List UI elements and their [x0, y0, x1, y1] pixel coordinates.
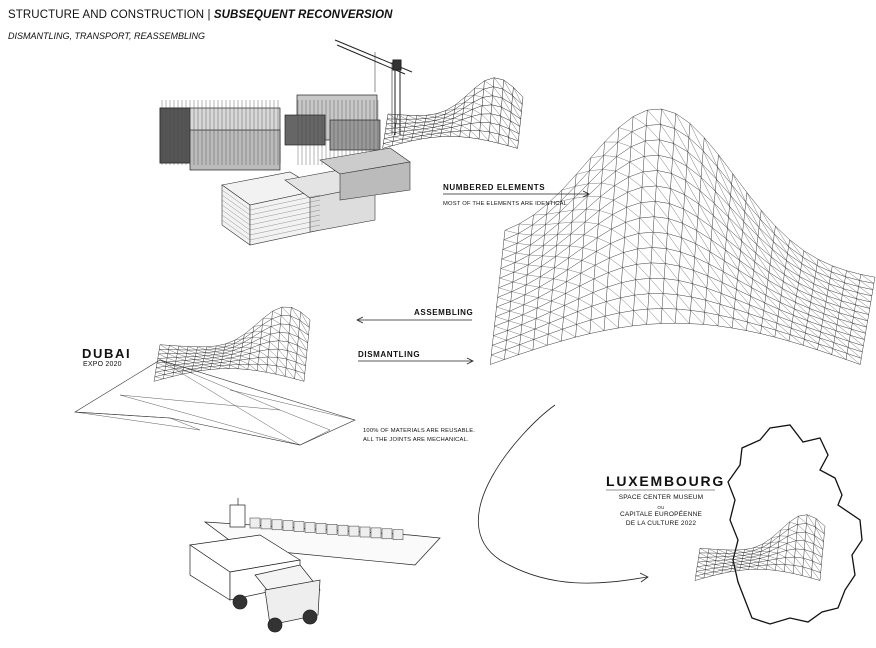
transport-truck [189, 534, 321, 633]
pavilion-luxembourg [694, 514, 826, 581]
crane-illustration [334, 39, 413, 135]
numbered-elements-note: MOST OF THE ELEMENTS ARE IDENTICAL [443, 201, 568, 207]
dubai-event: EXPO 2020 [83, 361, 122, 368]
lux-line-4: DE LA CULTURE 2022 [625, 520, 697, 527]
pavilion-construction-view [382, 77, 524, 149]
pavilion-shell-large [489, 108, 876, 365]
beam-stacks [221, 147, 411, 246]
arrow-assembling [356, 316, 472, 324]
luxembourg-map-outline [727, 424, 863, 625]
numbered-elements-label: NUMBERED ELEMENTS [443, 183, 546, 192]
title-main: STRUCTURE AND CONSTRUCTION | [8, 9, 214, 21]
materials-note-1: 100% OF MATERIALS ARE REUSABLE. [363, 428, 476, 434]
cargo-ship [203, 498, 441, 566]
dismantling-label: DISMANTLING [358, 350, 421, 359]
arrow-curve-to-luxembourg [477, 404, 649, 584]
page-title: STRUCTURE AND CONSTRUCTION | SUBSEQUENT … [8, 9, 393, 21]
lux-line-3: CAPITALE EUROPÉENNE [619, 511, 703, 518]
materials-note-2: ALL THE JOINTS ARE MECHANICAL. [363, 437, 469, 443]
assembling-label: ASSEMBLING [414, 308, 474, 317]
page-subtitle: DISMANTLING, TRANSPORT, REASSEMBLING [8, 31, 206, 41]
shipping-containers [159, 94, 381, 171]
arrows [356, 190, 715, 584]
dubai-site-plan [74, 359, 356, 446]
pavilion-dubai [153, 306, 311, 382]
title-bold: SUBSEQUENT RECONVERSION [213, 9, 393, 21]
luxembourg-title: LUXEMBOURG [606, 473, 726, 489]
arrow-numbered [443, 190, 590, 198]
dubai-title: DUBAI [82, 346, 132, 361]
lux-line-1: SPACE CENTER MUSEUM [618, 494, 704, 501]
arrow-dismantling [358, 357, 474, 365]
lux-line-2: OU [657, 505, 665, 510]
